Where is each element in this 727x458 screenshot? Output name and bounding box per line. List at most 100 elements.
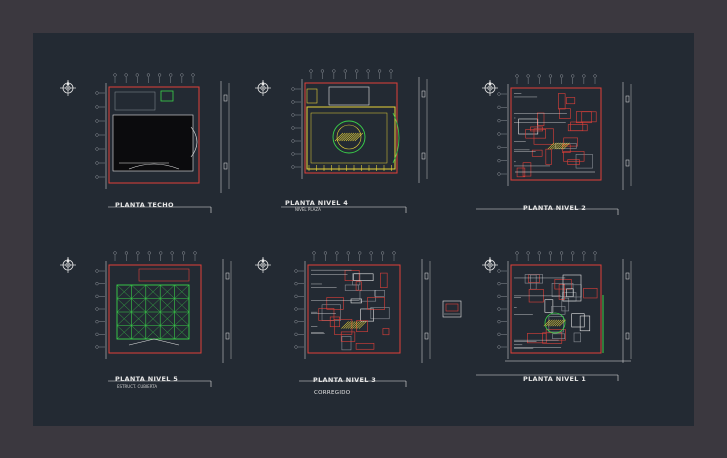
compass-arrow [66,257,70,262]
hatch [550,319,558,327]
hatch [352,132,361,142]
truss-diag [131,325,146,340]
hatch [558,142,566,150]
axis-bubble [355,69,359,73]
axis-bubble [291,100,295,104]
stair-hatch [341,321,367,329]
axis-bubble [291,113,295,117]
truss-diag [116,325,132,340]
compass-arrow [488,80,492,85]
truss-diag [145,325,161,340]
room [382,328,390,336]
plan-nivel3 [294,251,431,363]
compass-techo [60,80,76,96]
truss-diag [116,298,132,313]
room [530,274,537,290]
axis-bubble [548,251,553,255]
hatch [554,319,562,327]
axis-bubble [559,251,564,255]
hatch [339,132,348,142]
room [579,315,591,332]
hatch [356,321,365,329]
drawing-canvas[interactable]: PLANTA TECHO PLANTA NIVEL 4 NIVEL PLAZA … [33,33,694,426]
truss-diag [174,284,190,299]
hatch [556,319,564,327]
outline [108,86,200,184]
axis-bubble [193,251,197,255]
room [571,313,585,328]
room [563,137,578,147]
dim-marker [625,159,630,167]
room [548,316,564,333]
axis-bubble [358,251,362,255]
plan-nivel2 [497,74,632,190]
hatch [552,319,560,327]
truss-diag [145,284,161,299]
axis-bubble [346,251,350,255]
axis-bubble [497,172,501,176]
compass-arrow [66,80,70,85]
outline [307,264,401,354]
axis-bubble [95,332,99,336]
axis-bubble [320,69,325,73]
axis-bubble [497,345,501,349]
hatch [562,142,570,150]
truss-diag [160,311,175,326]
room [563,284,582,298]
cad-drawing [60,69,632,387]
room [570,121,584,131]
dim-marker [223,162,228,170]
hatch [345,321,354,329]
hatch [543,319,551,327]
plan-title-nivel3: PLANTA NIVEL 3 [313,376,377,384]
room [518,118,539,135]
axis-bubble [392,251,396,255]
upper-rooms [138,268,190,282]
room [527,333,547,344]
dim-marker [424,332,429,340]
axis-bubble [582,251,586,255]
dim-marker [625,332,630,340]
hatch [551,142,559,150]
axis-bubble [95,269,99,273]
truss-diag [160,298,175,313]
room [374,289,385,297]
axis-bubble [291,139,295,143]
axis-bubble [291,87,295,91]
truss-diag [174,325,190,340]
axis-bubble [124,251,129,255]
axis-bubble [369,251,373,255]
axis-bubble [497,294,501,298]
plan-subtitle-nivel3: CORREGIDO [314,390,351,396]
axis-bubble [159,251,163,255]
axis-bubble [497,269,501,273]
room [581,111,597,123]
dim-marker [424,272,429,280]
plan-techo [95,73,230,193]
dim-marker [625,272,630,280]
hatch [354,132,364,142]
plan-title-nivel2: PLANTA NIVEL 2 [523,204,587,212]
room [552,333,566,339]
axis-bubble [515,251,519,255]
room [558,283,565,300]
roof-curve [128,163,180,170]
axis-bubble [191,73,195,77]
room [566,97,576,105]
room [380,272,388,288]
hatch [545,319,553,327]
compass-nivel3 [255,257,271,273]
axis-bubble [497,282,501,286]
outline [510,87,602,181]
axis-bubble [294,307,298,311]
axis-bubble [95,282,99,286]
axis-bubble [537,251,541,255]
axis-bubble [95,133,99,137]
room [326,297,344,310]
plan-title-nivel4: PLANTA NIVEL 4 [285,199,349,207]
axis-bubble [497,92,501,96]
axis-bubble [377,69,382,73]
axis-bubble [95,345,99,349]
detail-room [445,303,459,312]
plaza-ring-inner [336,124,362,150]
